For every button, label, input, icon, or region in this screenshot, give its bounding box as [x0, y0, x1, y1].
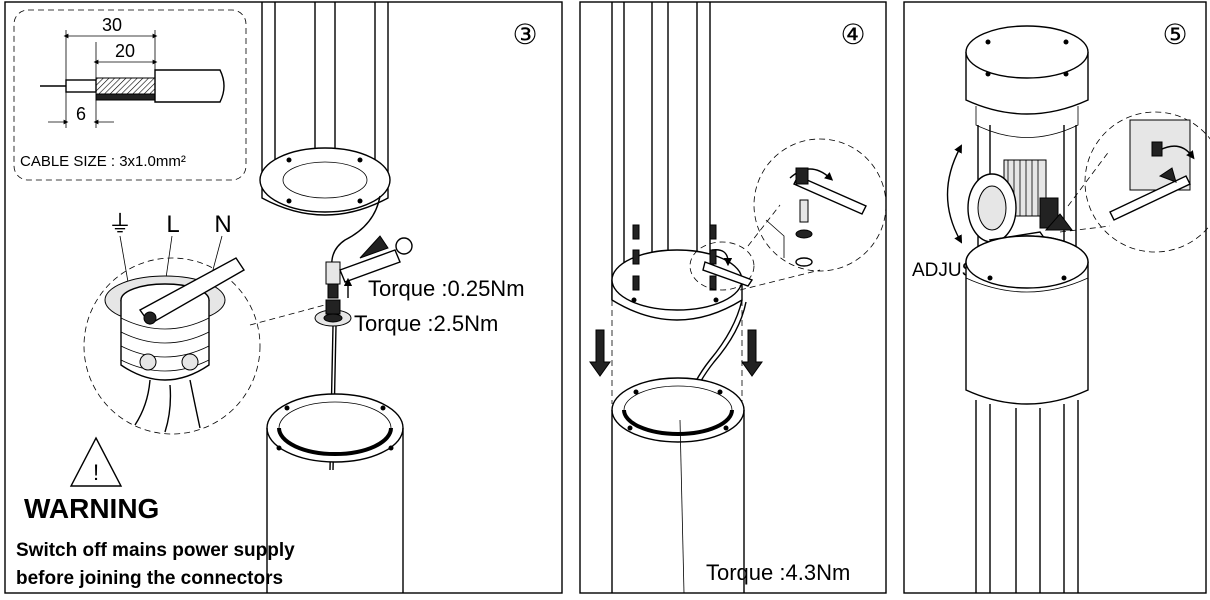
warning-block: ! WARNING Switch off mains power supply …	[16, 436, 295, 589]
cable-gland	[314, 299, 352, 327]
torque-bolts-label: Torque :4.3Nm	[706, 560, 850, 585]
cable-strip-inset: 30 20 6 CABLE SIZE : 3x1.0mm²	[13, 9, 247, 181]
connector-detail-circle	[83, 257, 261, 435]
panel-frame	[4, 1, 563, 594]
warning-line-2: before joining the connectors	[16, 568, 283, 589]
detail-frame	[83, 257, 261, 435]
adjust-detail-circle	[1084, 111, 1210, 253]
neutral-label: N	[214, 211, 231, 238]
panel-frame	[579, 1, 887, 594]
live-label: L	[166, 211, 179, 238]
luminaire-cap	[965, 25, 1089, 138]
adjust-arrow-icon	[946, 144, 963, 244]
panel-step-4: ④	[579, 1, 887, 594]
cable-size-label: CABLE SIZE : 3x1.0mm²	[20, 153, 186, 170]
bolt-detail-circle	[753, 138, 887, 272]
panel-step-5: ⑤ ADJUST	[903, 1, 1210, 594]
warning-triangle-icon	[69, 436, 123, 487]
panel-step-3: ③ 30 20 6 CABLE SIZE : 3x1.0mm²	[4, 1, 563, 594]
inset-frame	[13, 9, 247, 181]
earth-symbol: ⏚	[108, 211, 132, 238]
luminaire-base	[965, 235, 1089, 405]
bolts	[632, 224, 717, 291]
cable-connector	[325, 235, 413, 299]
step-number: ⑤	[1162, 19, 1187, 50]
panel-frame	[903, 1, 1207, 594]
pole-lower	[611, 377, 745, 593]
down-arrow-left-icon	[589, 329, 611, 377]
torque-gland-label: Torque :2.5Nm	[354, 311, 498, 336]
step-number: ④	[840, 19, 865, 50]
warning-exclamation: !	[93, 460, 99, 485]
warning-title: WARNING	[24, 493, 159, 524]
dim-6: 6	[76, 104, 86, 124]
down-arrow-right-icon	[741, 329, 763, 377]
dim-30: 30	[102, 15, 122, 35]
detail-frame	[753, 138, 887, 272]
pole-lower	[266, 393, 404, 593]
warning-line-1: Switch off mains power supply	[16, 540, 295, 561]
pole-upper	[259, 2, 391, 216]
dim-20: 20	[115, 41, 135, 61]
step-number: ③	[512, 19, 537, 50]
torque-screw-label: Torque :0.25Nm	[368, 276, 525, 301]
